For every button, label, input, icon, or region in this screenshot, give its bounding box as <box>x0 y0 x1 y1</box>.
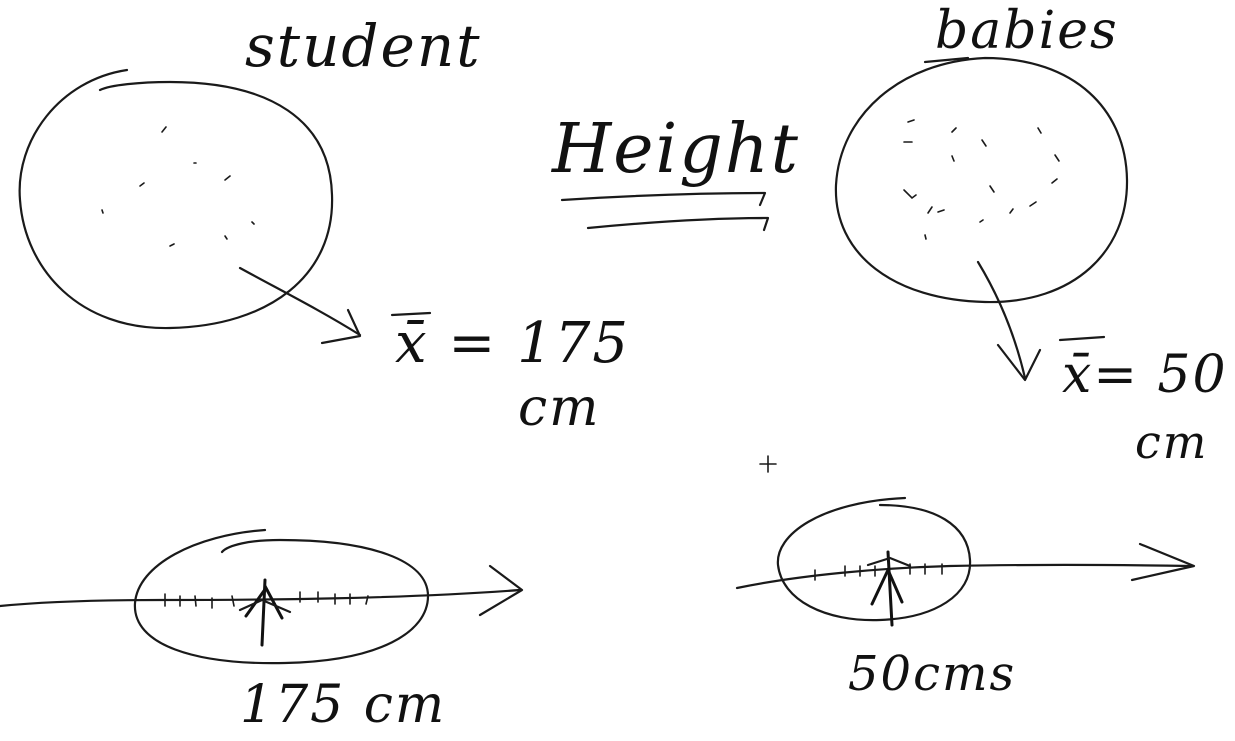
student-xbar-line <box>390 311 432 317</box>
label-babies-mean: x̄= 50 <box>1062 345 1228 405</box>
label-student-axis-value: 175 cm <box>240 675 446 735</box>
student-mean-arrow <box>238 266 362 345</box>
student-population-circle <box>18 68 334 330</box>
label-student-mean: x̄ = 175 <box>395 311 630 376</box>
label-student-mean-unit: cm <box>518 378 600 438</box>
label-babies: babies <box>935 1 1119 61</box>
student-distribution-ellipse <box>133 528 430 665</box>
babies-distribution-ellipse <box>776 496 972 622</box>
label-height: Height <box>550 110 800 189</box>
babies-population-circle <box>834 56 1129 304</box>
babies-mean-marker <box>866 550 912 627</box>
student-number-line-arrowhead <box>478 564 524 617</box>
height-underline <box>560 191 770 232</box>
babies-mean-arrow <box>976 260 1042 382</box>
label-student: student <box>245 12 482 80</box>
babies-number-line-arrowhead <box>1130 542 1196 582</box>
babies-number-line <box>735 563 1192 590</box>
cursor-crosshair-icon <box>759 455 777 473</box>
student-number-line <box>0 588 522 608</box>
babies-underline <box>923 56 970 64</box>
babies-xbar-line <box>1058 335 1106 342</box>
label-babies-mean-unit: cm <box>1135 415 1208 469</box>
student-mean-marker <box>238 578 292 647</box>
student-tick-marks <box>164 591 369 609</box>
label-babies-axis-value: 50cms <box>848 646 1016 702</box>
babies-sample-dots <box>903 119 1060 240</box>
student-sample-dots <box>101 126 255 247</box>
